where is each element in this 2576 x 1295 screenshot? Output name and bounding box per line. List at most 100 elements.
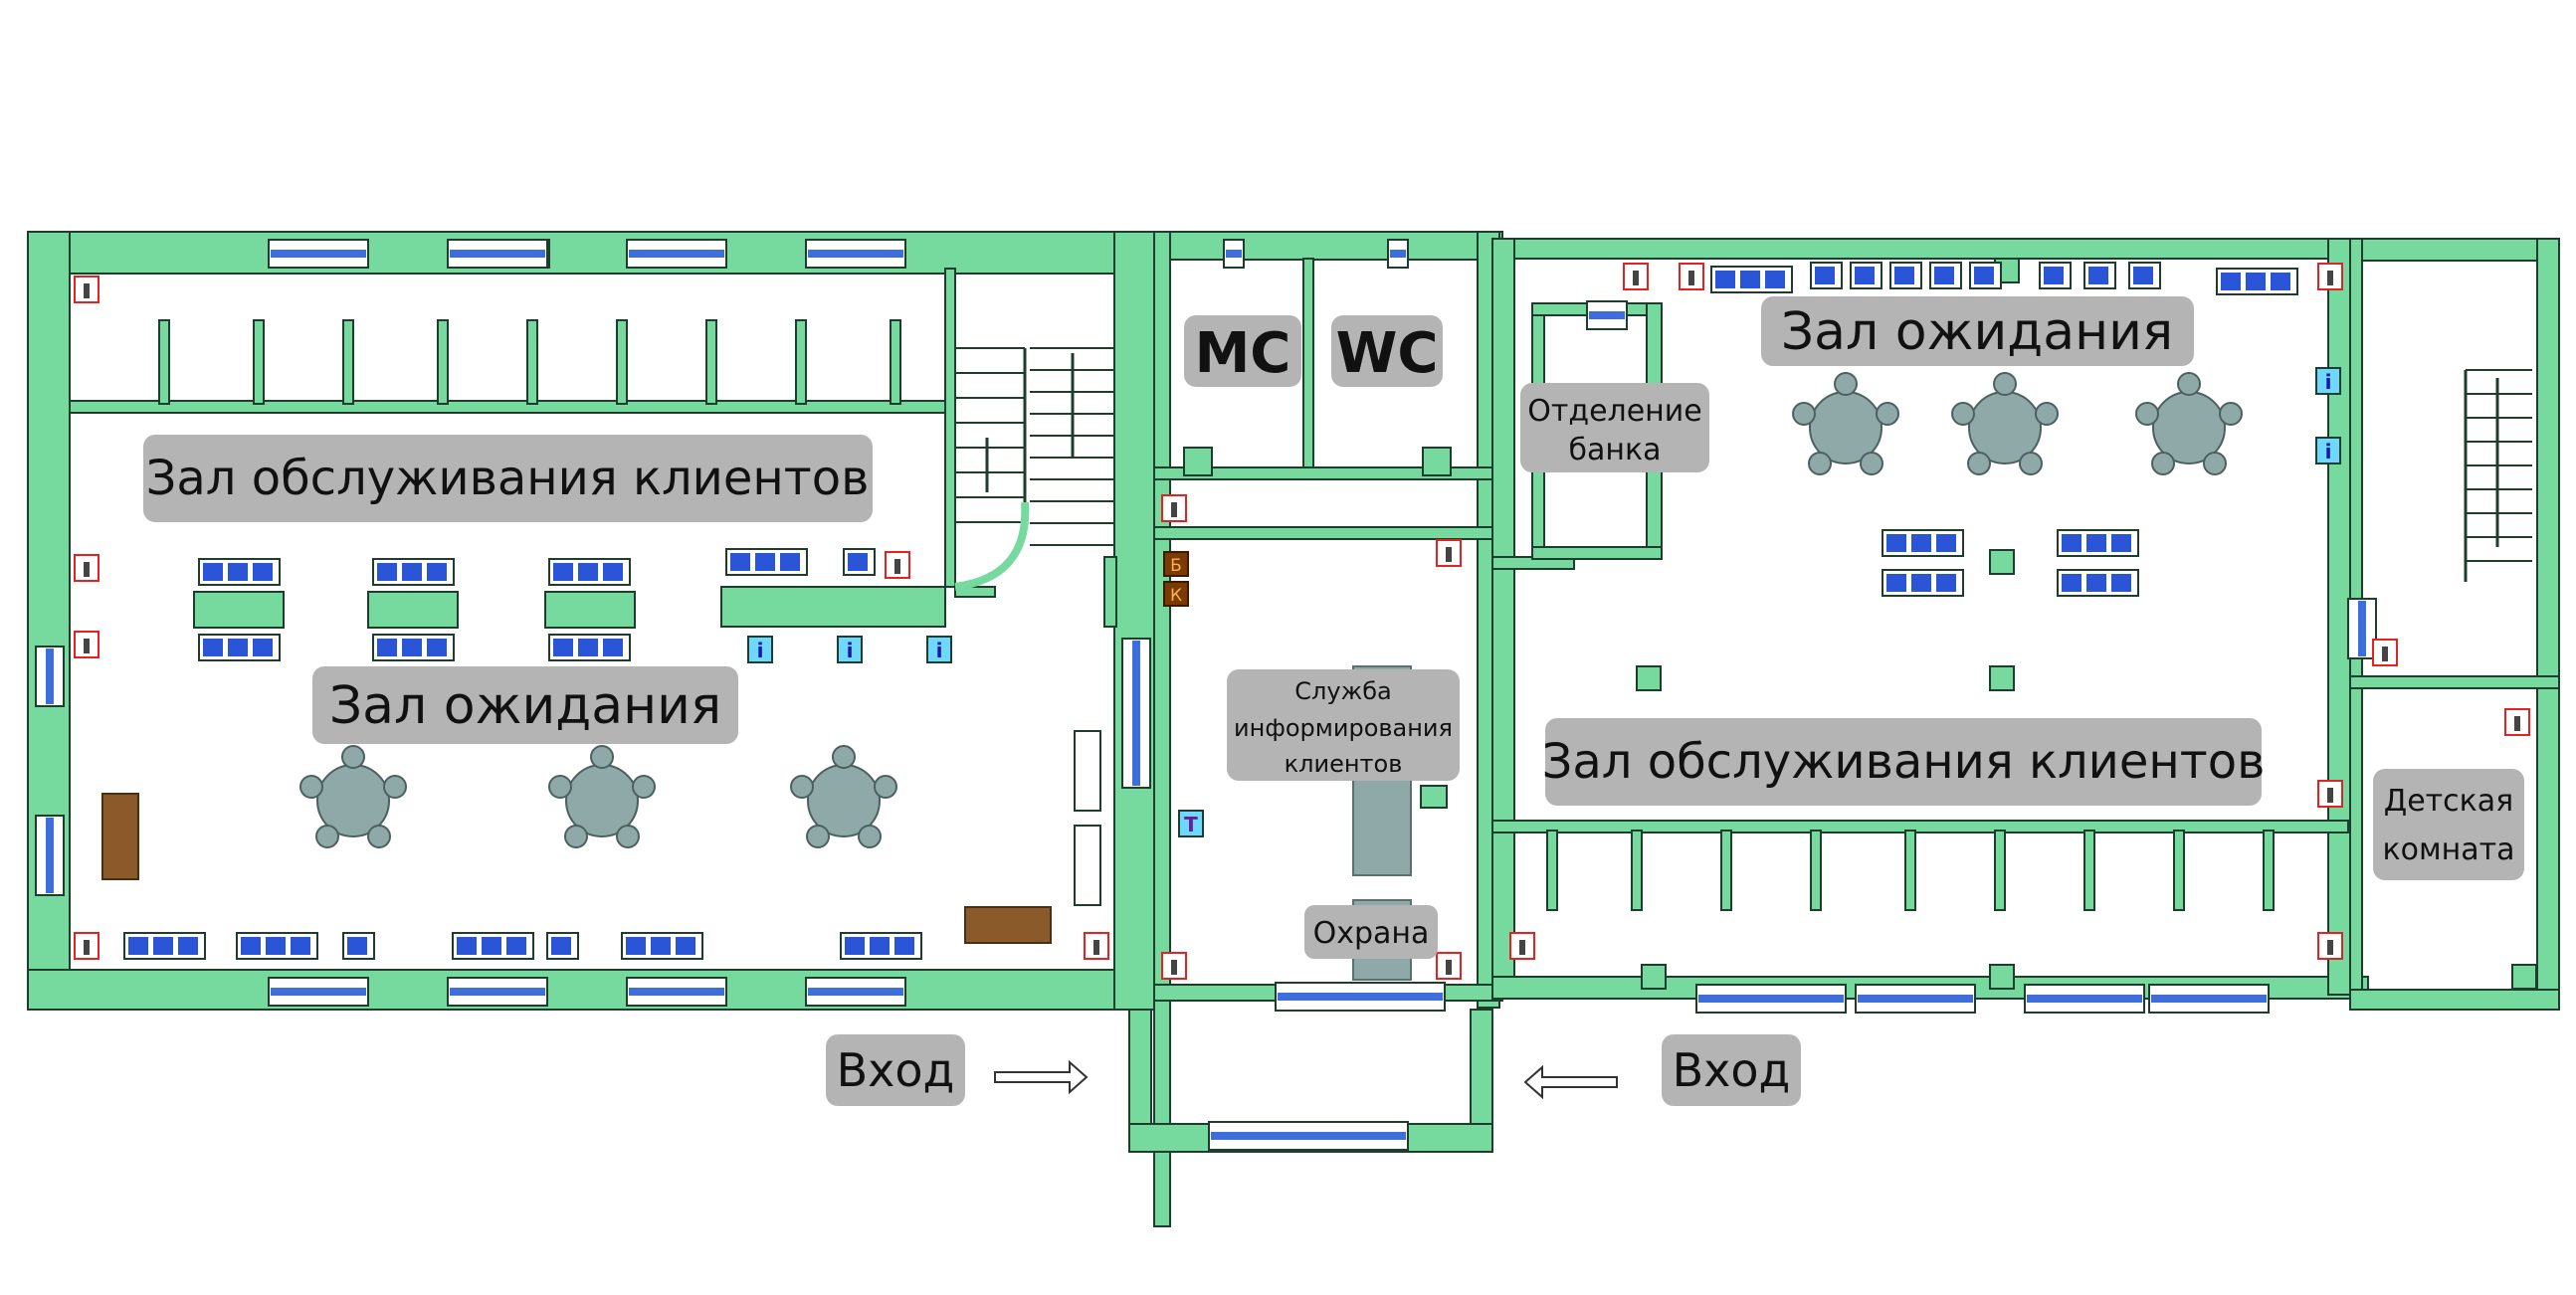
info-point-icon: i	[757, 639, 764, 662]
info-point-icon: i	[2325, 440, 2332, 463]
bench-seat	[457, 937, 477, 955]
info-point-icon	[2315, 367, 2341, 395]
windows-layer	[35, 239, 2377, 1151]
label-mc-restroom: МС	[1195, 321, 1291, 386]
label-bg-info-service	[1227, 669, 1460, 781]
chair	[1808, 452, 1832, 475]
info-point-icon	[926, 636, 952, 663]
fire-extinguisher-icon	[2382, 647, 2388, 661]
window-glass	[629, 250, 724, 258]
bench-frame	[1074, 825, 1101, 906]
bench-seat	[1911, 534, 1931, 552]
wall-segment	[1491, 238, 1515, 996]
stair-curve	[954, 501, 1030, 591]
bench-seat	[2062, 574, 2081, 592]
info-point-icon: i	[936, 639, 943, 662]
bench-seat	[2133, 267, 2153, 284]
wood-desk	[964, 906, 1052, 944]
window-glass	[1211, 1132, 1406, 1140]
bench-seat	[2111, 574, 2131, 592]
wall-segment	[2349, 238, 2560, 262]
window-glass	[1132, 641, 1140, 786]
bench-seat	[730, 553, 750, 571]
bench-seat	[1765, 271, 1785, 288]
label-info-line1: Служба	[1294, 677, 1391, 705]
bench-seat	[1740, 271, 1760, 288]
bench-seat	[241, 937, 261, 955]
info-point-icon: i	[2325, 370, 2332, 394]
bench-seat	[427, 639, 447, 656]
bench-seat	[2221, 273, 2241, 290]
label-wc-restroom: WC	[1336, 321, 1439, 386]
label-bg-mc	[1184, 315, 1301, 387]
bench-seat	[203, 563, 223, 581]
bench-seat	[427, 563, 447, 581]
label-service-hall-left: Зал обслуживания клиентов	[146, 451, 870, 506]
arrow-icon	[994, 1059, 1089, 1095]
bench-seat	[153, 937, 173, 955]
fire-extinguisher-icon	[84, 283, 90, 298]
label-waiting-hall-left: Зал ожидания	[329, 676, 721, 736]
fire-extinguisher-icon	[1446, 547, 1452, 562]
chair	[1951, 402, 1975, 426]
fire-extinguisher-icon	[1688, 271, 1694, 285]
bench-seat	[603, 563, 623, 581]
wall-segment	[1491, 820, 2349, 833]
wall-segment	[1810, 830, 1822, 911]
label-bg-bank	[1520, 383, 1709, 472]
fire-extinguisher-icon	[1171, 502, 1177, 517]
wall-segment	[954, 586, 996, 598]
chair	[858, 825, 882, 848]
chair	[1876, 402, 1899, 426]
chair	[299, 775, 323, 799]
wall-segment	[2263, 830, 2275, 911]
wall-segment	[1153, 231, 1503, 261]
chair	[2203, 452, 2227, 475]
info-point-icon: i	[847, 639, 854, 662]
column	[1989, 964, 2015, 990]
wall-segment	[27, 231, 1155, 275]
bench-seat	[1886, 534, 1906, 552]
chair	[548, 775, 572, 799]
bench-seat	[266, 937, 286, 955]
window-glass	[2358, 601, 2366, 656]
wall-segment	[890, 319, 901, 405]
label-security: Охрана	[1313, 916, 1430, 951]
label-bank-line2: банка	[1568, 433, 1661, 467]
chair	[1967, 452, 1991, 475]
wall-segment	[705, 319, 717, 405]
chair	[1860, 452, 1883, 475]
window-glass	[1589, 311, 1625, 319]
fire-extinguisher-icon	[1633, 271, 1639, 285]
window-glass	[46, 818, 54, 893]
bench-seat	[402, 563, 422, 581]
chair	[383, 775, 407, 799]
chair	[806, 825, 830, 848]
wall-segment	[1103, 556, 1117, 628]
chair	[2035, 402, 2059, 426]
bench-seat	[253, 563, 273, 581]
bench-seat	[2086, 574, 2106, 592]
wall-segment	[1631, 830, 1643, 911]
label-service-hall-right: Зал обслуживания клиентов	[1542, 734, 2266, 790]
chair	[2135, 402, 2159, 426]
wall-segment	[2536, 238, 2560, 1006]
wall-segment	[1531, 546, 1663, 560]
label-info-line2: информирования	[1234, 714, 1453, 742]
column	[1183, 447, 1213, 476]
bench-seat	[651, 937, 671, 955]
label-bg-service-left	[143, 435, 873, 522]
window-glass	[1278, 993, 1443, 1001]
fire-extinguisher-icon	[84, 562, 90, 577]
bench-seat	[848, 553, 868, 571]
label-kids-line1: Детская	[2384, 784, 2513, 819]
wall-segment	[69, 400, 946, 414]
chair	[874, 775, 897, 799]
column	[1422, 447, 1452, 476]
bench-seat	[128, 937, 148, 955]
bench-seat	[845, 937, 865, 955]
chair	[2219, 402, 2243, 426]
label-info-line3: клиентов	[1285, 750, 1403, 778]
label-bg-waiting-right	[1761, 296, 2194, 366]
window-glass	[271, 250, 366, 258]
